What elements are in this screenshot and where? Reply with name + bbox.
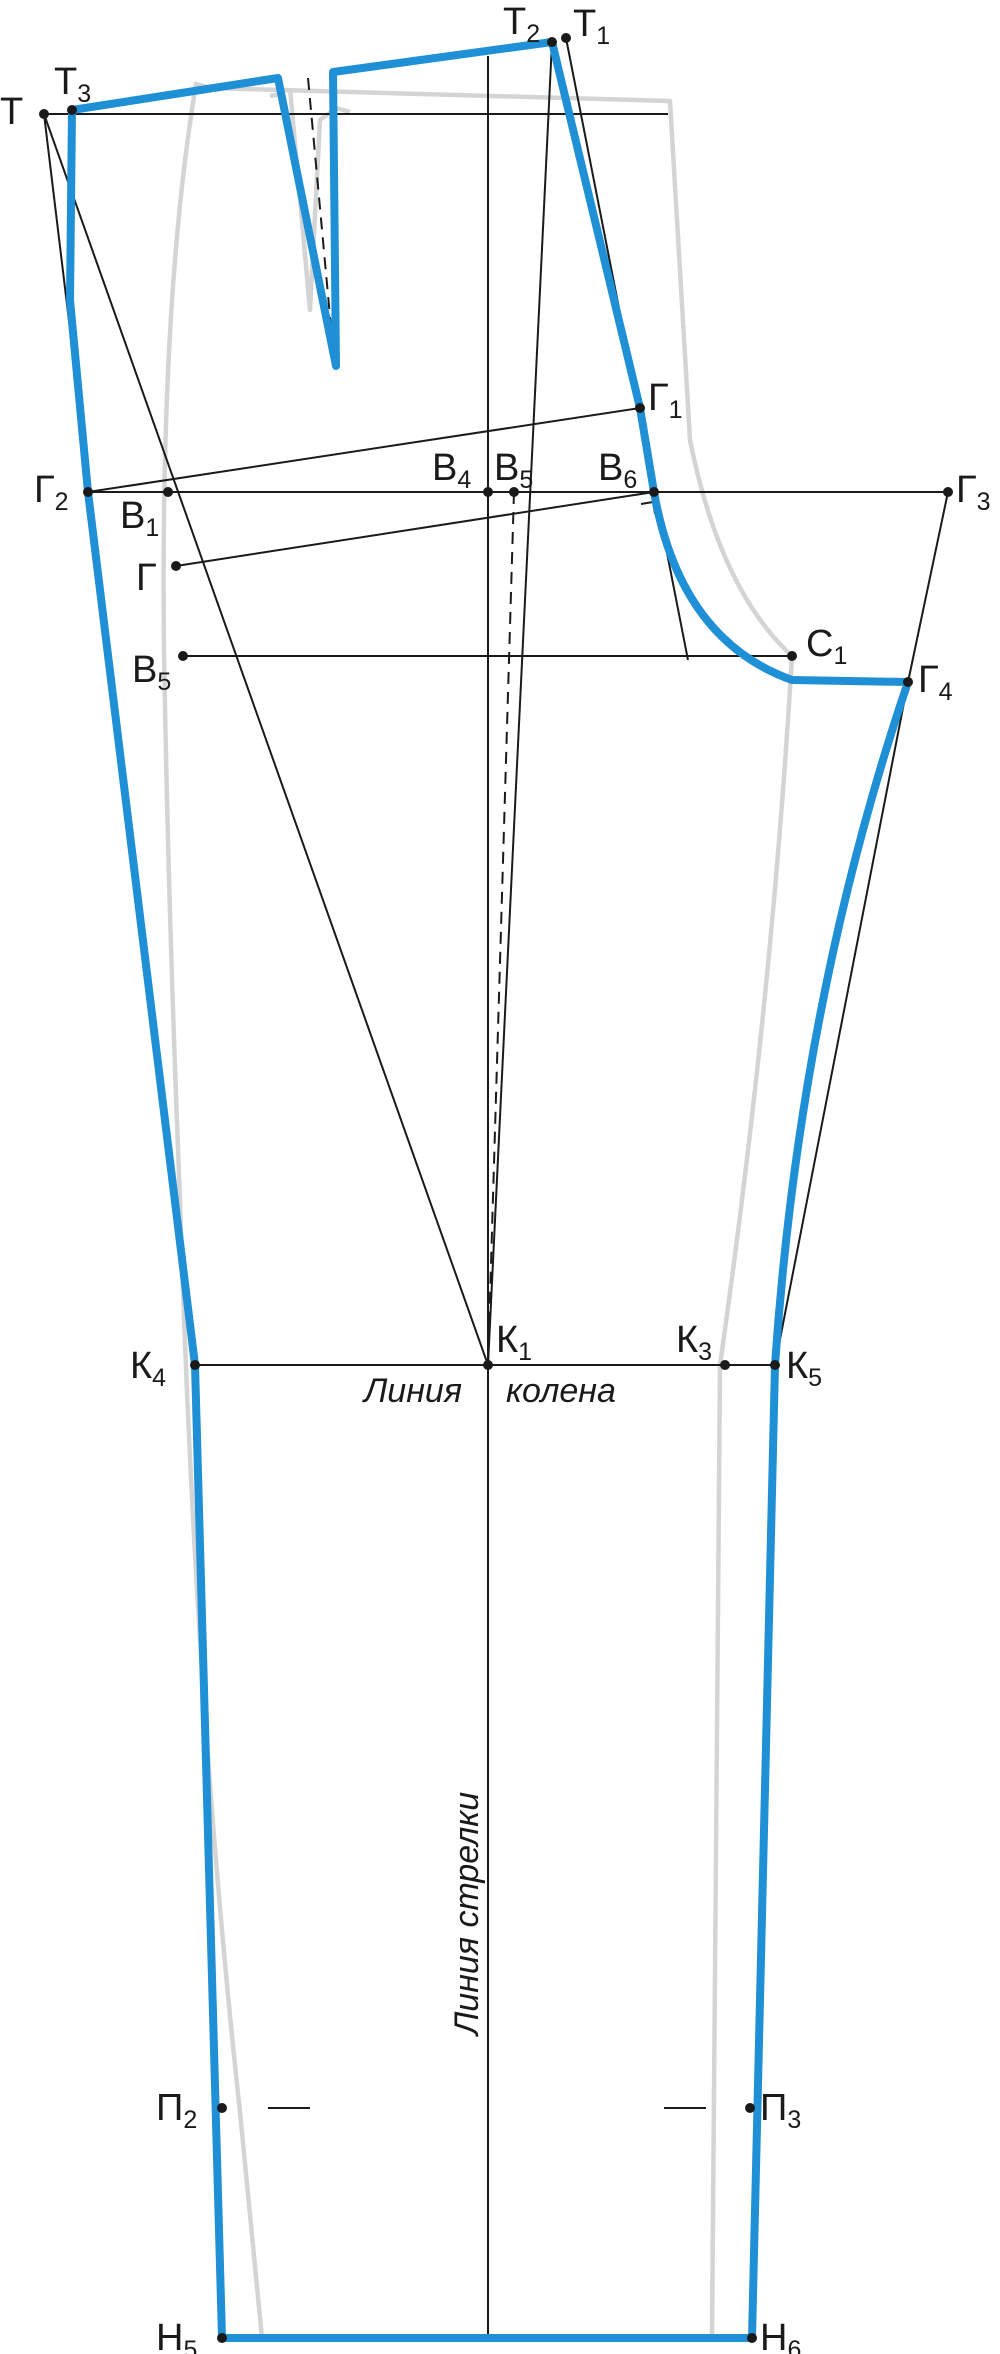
knee-line-caption-right: колена: [506, 1372, 616, 1410]
label-B1: В1: [120, 495, 159, 542]
label-H6: Н6: [760, 2317, 801, 2354]
label-B5-top: В5: [494, 447, 533, 494]
captions: Линия колена Линия стрелки: [362, 1372, 616, 2037]
label-C1: С1: [806, 623, 847, 670]
label-T3: Т3: [54, 61, 91, 108]
label-T: Т: [0, 91, 23, 133]
label-G1: Г1: [648, 377, 682, 424]
point-markers: [39, 33, 953, 2343]
label-G4: Г4: [918, 659, 953, 706]
label-G2: Г2: [34, 469, 68, 516]
label-G: Г: [136, 557, 157, 599]
knee-line-caption-left: Линия: [362, 1372, 462, 1410]
label-T1: Т1: [573, 3, 610, 50]
label-H5: Н5: [156, 2317, 197, 2354]
label-B6: В6: [598, 447, 637, 494]
label-P2: П2: [156, 2087, 197, 2134]
label-B4: В4: [432, 447, 471, 494]
label-B5-hip: В5: [132, 649, 171, 696]
label-K4: К4: [130, 1345, 166, 1392]
label-K3: К3: [676, 1319, 712, 1366]
label-T2: Т2: [503, 1, 540, 48]
label-P3: П3: [760, 2087, 801, 2134]
back-panel-contour: [66, 38, 912, 2342]
label-K1: К1: [496, 1319, 532, 1366]
label-G3: Г3: [956, 469, 990, 516]
crease-line-caption: Линия стрелки: [448, 1792, 486, 2037]
label-K5: К5: [786, 1345, 822, 1392]
